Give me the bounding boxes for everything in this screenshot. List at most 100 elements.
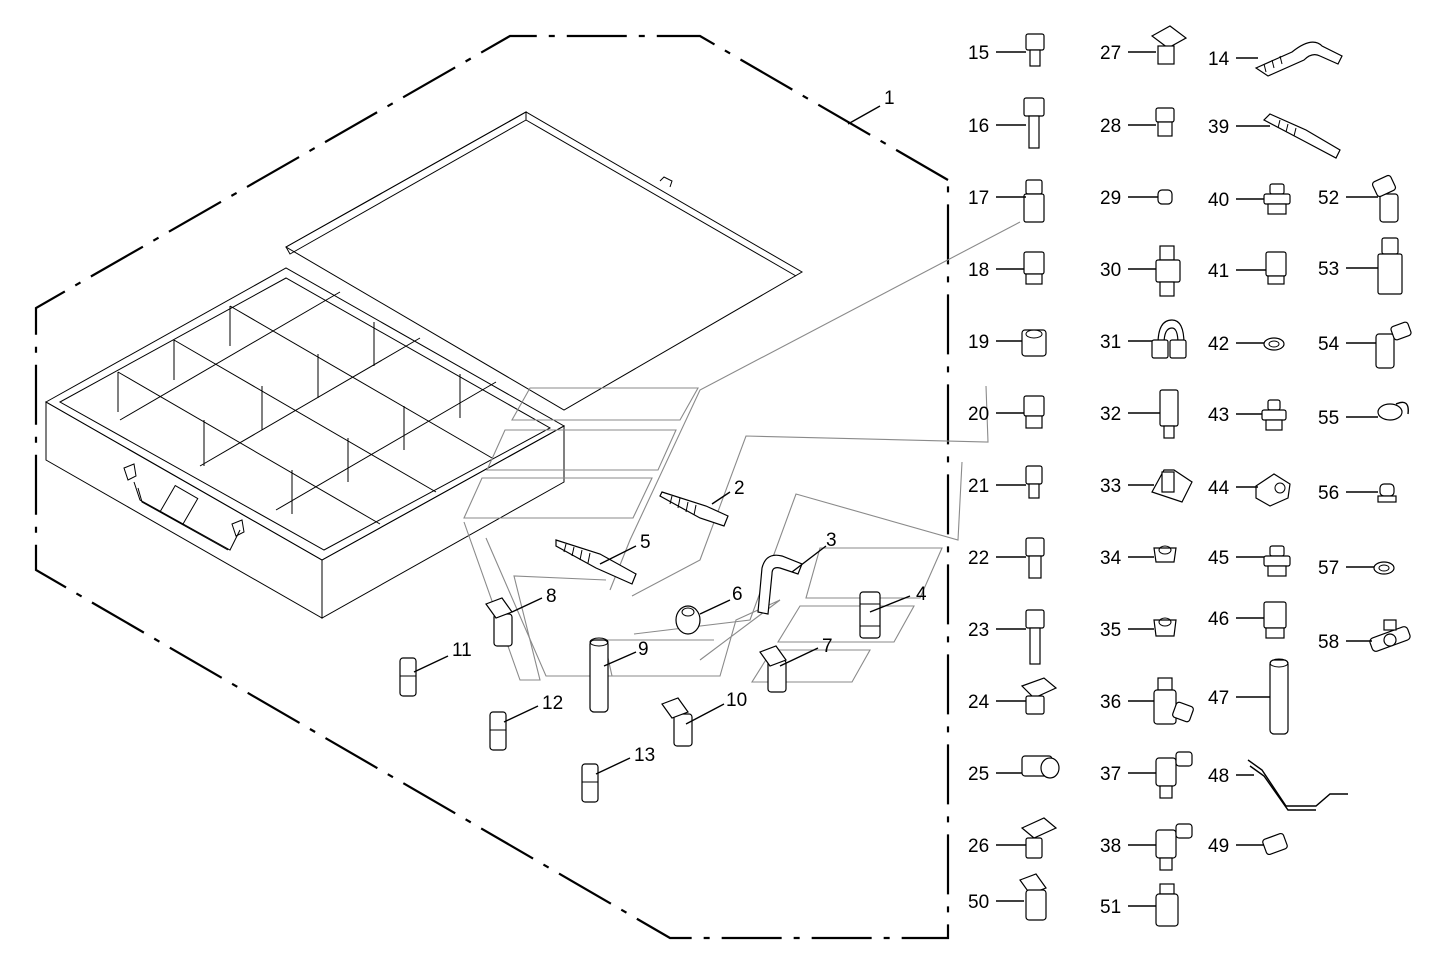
callout-31: 31 [1100,332,1121,353]
column-b-callouts: 27 28 29 30 31 32 33 34 35 36 37 38 51 [1100,43,1122,918]
callout-48: 48 [1208,766,1229,787]
part-34 [1153,545,1177,563]
callout-24: 24 [968,692,990,713]
callout-13: 13 [634,745,655,766]
column-a-callouts: 15 16 17 18 19 20 21 22 23 24 25 26 50 [968,43,990,913]
callout-17: 17 [968,188,989,209]
part-32 [1159,389,1179,439]
part-36 [1153,677,1194,725]
callout-16: 16 [968,116,989,137]
column-c-parts [1247,41,1348,856]
part-21 [1025,465,1043,499]
callout-4: 4 [916,584,927,605]
part-46 [1263,601,1287,639]
part-47 [1269,658,1289,735]
callout-38: 38 [1100,836,1121,857]
part-25 [1021,755,1060,779]
part-57 [1373,561,1395,575]
callout-58: 58 [1318,632,1339,653]
callout-56: 56 [1318,483,1339,504]
callout-3: 3 [826,530,837,551]
callout-35: 35 [1100,620,1121,641]
callout-51: 51 [1100,897,1121,918]
loose-part-icons [399,491,881,803]
part-20 [1023,395,1045,429]
callout-8: 8 [546,586,557,607]
callout-36: 36 [1100,692,1121,713]
callout-14: 14 [1208,49,1230,70]
part-24 [1020,677,1058,715]
part-50 [1019,873,1047,921]
callout-47: 47 [1208,688,1229,709]
callout-9: 9 [638,639,649,660]
callout-32: 32 [1100,404,1121,425]
toolbox-illustration [44,111,803,619]
part-58 [1369,619,1411,652]
part-49 [1262,832,1288,856]
column-leaders [996,51,1378,907]
callout-49: 49 [1208,836,1229,857]
part-30 [1155,245,1181,297]
callout-54: 54 [1318,334,1340,355]
callout-21: 21 [968,476,989,497]
callout-42: 42 [1208,334,1229,355]
callout-50: 50 [968,892,989,913]
callout-11: 11 [452,640,472,661]
callout-28: 28 [1100,116,1121,137]
part-55 [1377,401,1409,421]
part-17 [1023,179,1045,223]
callout-45: 45 [1208,548,1229,569]
callout-52: 52 [1318,188,1339,209]
part-45 [1263,545,1291,577]
part-43 [1261,399,1287,431]
callout-2: 2 [734,478,745,499]
kit-boundary-frame [34,34,950,940]
callout-46: 46 [1208,609,1229,630]
part-48 [1247,759,1348,811]
part-53 [1377,237,1403,295]
part-23 [1025,609,1045,665]
callout-33: 33 [1100,476,1121,497]
column-d-callouts: 52 53 54 55 56 57 58 [1318,188,1340,653]
callout-44: 44 [1208,478,1230,499]
column-d-parts [1369,174,1412,652]
callout-37: 37 [1100,764,1121,785]
callout-29: 29 [1100,188,1121,209]
part-26 [1020,817,1058,859]
part-35 [1153,617,1177,637]
callout-43: 43 [1208,405,1229,426]
callout-34: 34 [1100,548,1122,569]
part-41 [1265,251,1287,285]
callout-1: 1 [884,88,895,109]
loose-part-callouts: 1 2 3 4 5 6 7 8 9 10 11 12 13 [452,88,927,766]
part-42 [1263,337,1285,351]
part-51 [1155,883,1179,927]
callout-6: 6 [732,584,743,605]
callout-39: 39 [1208,117,1229,138]
callout-27: 27 [1100,43,1121,64]
callout-22: 22 [968,548,989,569]
callout-55: 55 [1318,408,1339,429]
part-22 [1025,537,1045,579]
callout-19: 19 [968,332,989,353]
callout-12: 12 [542,693,563,714]
callout-7: 7 [822,636,833,657]
callout-40: 40 [1208,190,1229,211]
callout-20: 20 [968,404,989,425]
part-19 [1021,329,1047,357]
callout-15: 15 [968,43,989,64]
part-54 [1375,321,1412,369]
column-c-callouts: 14 39 40 41 42 43 44 45 46 47 48 49 [1208,49,1230,857]
callout-23: 23 [968,620,989,641]
part-37 [1155,751,1193,799]
column-a-parts [1019,33,1060,921]
part-33 [1151,469,1193,503]
part-38 [1155,823,1193,871]
loose-part-leaders [413,105,911,775]
callout-25: 25 [968,764,989,785]
callout-5: 5 [640,532,651,553]
part-27 [1150,25,1188,65]
part-14 [1254,41,1343,77]
callout-41: 41 [1208,261,1229,282]
